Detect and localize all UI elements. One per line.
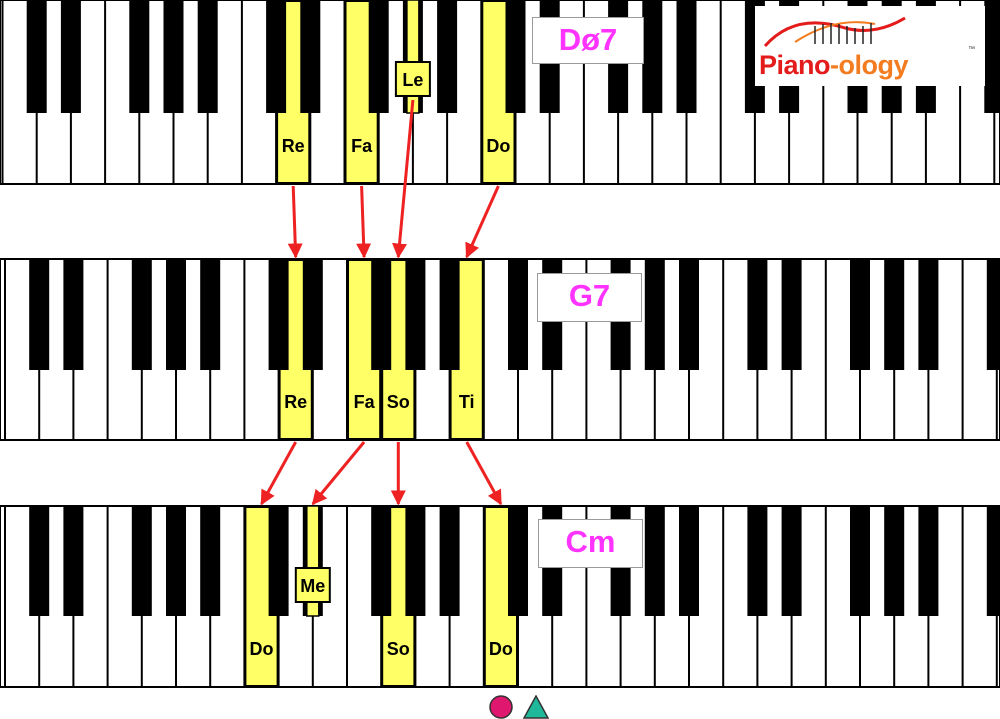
- black-key: [644, 506, 665, 616]
- black-key: [781, 259, 802, 370]
- black-key: [781, 506, 802, 616]
- black-key: [63, 259, 84, 370]
- solfege-label: Do: [486, 136, 510, 156]
- black-key: [60, 0, 81, 113]
- solfege-label: Re: [282, 136, 305, 156]
- highlight-outline: [244, 506, 279, 687]
- black-key: [131, 506, 152, 616]
- voice-leading-arrow: [311, 441, 366, 506]
- highlight-outline: [347, 259, 382, 440]
- black-key: [884, 506, 905, 616]
- black-key: [644, 259, 665, 370]
- black-key: [439, 506, 460, 616]
- highlight-outline: [483, 506, 518, 687]
- black-key: [986, 506, 1000, 616]
- solfege-label: Me: [300, 576, 325, 596]
- black-key: [642, 0, 663, 113]
- highlight-outline: [381, 259, 416, 440]
- solfege-box: [294, 567, 331, 603]
- black-key: [197, 0, 218, 113]
- black-key: [129, 0, 150, 113]
- solfege-label: Fa: [351, 136, 373, 156]
- voice-leading-arrow: [392, 99, 415, 259]
- highlight-outline: [449, 259, 484, 440]
- logo-trademark: ™: [968, 46, 975, 53]
- black-key: [918, 506, 939, 616]
- solfege-label: So: [387, 639, 410, 659]
- pianology-logo: Piano-ology ™: [755, 6, 985, 86]
- black-key: [29, 506, 50, 616]
- black-key: [508, 259, 528, 370]
- black-key: [505, 0, 526, 113]
- logo-keys-graphic: [763, 16, 906, 47]
- black-key: [163, 0, 184, 113]
- solfege-label: Fa: [354, 392, 376, 412]
- solfege-label: Do: [250, 639, 274, 659]
- black-key: [850, 259, 870, 370]
- black-key: [371, 506, 392, 616]
- black-key: [26, 0, 47, 113]
- highlight-outline: [381, 506, 416, 687]
- black-key: [29, 259, 50, 370]
- black-key: [850, 506, 870, 616]
- black-key: [200, 506, 221, 616]
- black-key: [266, 0, 287, 113]
- voice-leading-arrow: [465, 185, 500, 259]
- black-key: [268, 259, 289, 370]
- solfege-label: So: [387, 392, 410, 412]
- highlight-outline: [276, 0, 311, 184]
- chord-label-2: G7: [537, 273, 642, 322]
- black-key: [986, 259, 1000, 370]
- black-key: [508, 506, 528, 616]
- voice-leading-arrow: [465, 441, 503, 506]
- black-key: [166, 506, 186, 616]
- logo-wordmark: Piano-ology: [759, 50, 909, 80]
- solfege-label: Le: [402, 70, 423, 90]
- black-key: [166, 259, 186, 370]
- black-key: [747, 506, 768, 616]
- black-key: [268, 506, 289, 616]
- black-key: [884, 259, 905, 370]
- black-key: [747, 259, 768, 370]
- solfege-label: Re: [284, 392, 307, 412]
- voice-leading-arrow: [260, 441, 298, 506]
- solfege-box: [394, 61, 431, 97]
- solfege-label: Do: [489, 639, 513, 659]
- chord-label-1: Dø7: [532, 17, 644, 64]
- black-key: [679, 506, 699, 616]
- highlight-outline: [481, 0, 516, 184]
- black-key: [371, 259, 392, 370]
- chord-label-3: Cm: [538, 519, 643, 568]
- voice-leading-arrow: [287, 185, 303, 259]
- black-key: [918, 259, 939, 370]
- black-key: [676, 0, 697, 113]
- black-key: [984, 0, 1000, 113]
- black-key: [131, 259, 152, 370]
- pink-circle-marker: [489, 695, 513, 719]
- highlight-outline: [344, 0, 379, 184]
- solfege-label: Ti: [459, 392, 475, 412]
- highlight-outline: [278, 259, 313, 440]
- voice-leading-arrow: [356, 185, 372, 259]
- black-key: [679, 259, 699, 370]
- black-key: [63, 506, 84, 616]
- teal-triangle-marker: [523, 695, 549, 719]
- black-key: [200, 259, 221, 370]
- black-key: [439, 259, 460, 370]
- black-key: [368, 0, 389, 113]
- black-key: [437, 0, 458, 113]
